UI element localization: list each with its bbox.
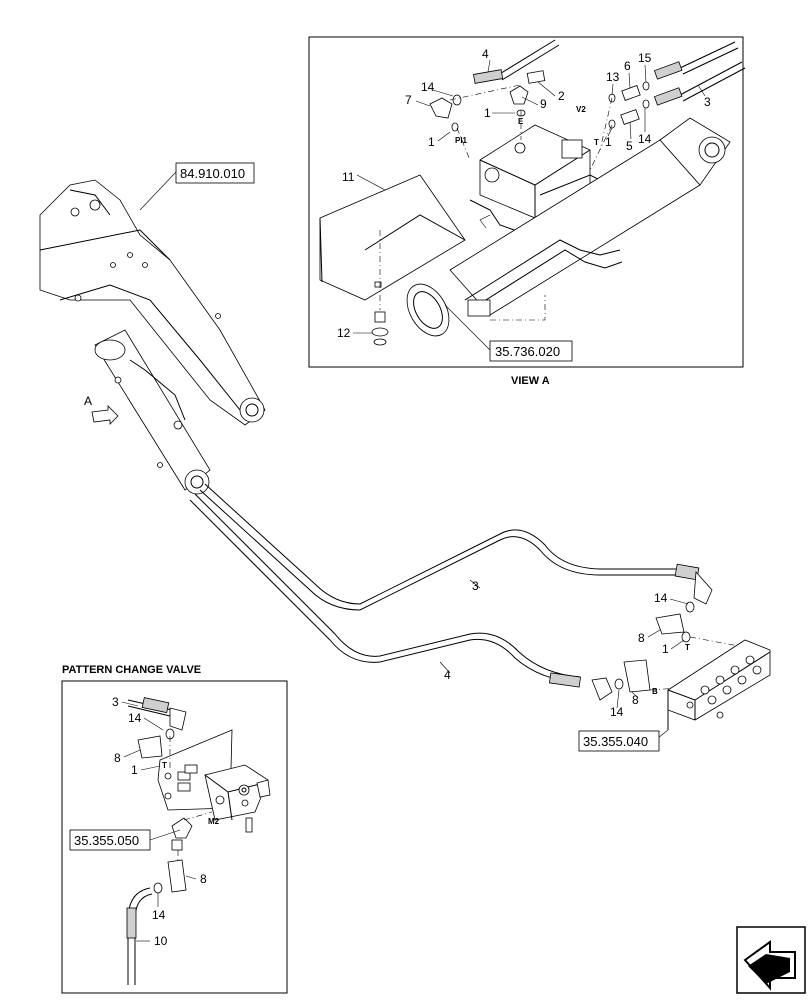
port-t-valve: T xyxy=(685,643,690,652)
elbow-7 xyxy=(429,97,453,119)
control-valve-fittings xyxy=(614,601,761,693)
view-a-hose-4 xyxy=(473,39,560,84)
ref-boom[interactable]: 84.910.010 xyxy=(180,166,245,181)
bolt-12 xyxy=(371,311,389,346)
view-a-frame xyxy=(308,36,744,368)
view-a-centerlines xyxy=(379,84,613,321)
callout-pc-10: 10 xyxy=(154,934,168,948)
callout-va-3: 3 xyxy=(704,95,711,109)
callout-va-14a: 14 xyxy=(421,80,435,94)
callout-va-1c: 1 xyxy=(605,135,612,149)
callout-main-14b: 14 xyxy=(610,705,624,719)
callout-main-1: 1 xyxy=(662,642,669,656)
boom-cylinder xyxy=(94,329,211,495)
view-a-valve-block xyxy=(469,124,601,241)
callout-main-8a: 8 xyxy=(638,631,645,645)
port-e: E xyxy=(518,117,524,126)
callout-main-3: 3 xyxy=(472,579,479,593)
pattern-centerlines xyxy=(169,736,213,860)
ref-leader-boom xyxy=(139,171,177,211)
view-a-arrow xyxy=(91,405,119,425)
callout-va-6: 6 xyxy=(624,59,631,73)
callout-pc-3: 3 xyxy=(112,695,119,709)
view-a-hose-3 xyxy=(653,41,746,106)
callout-va-7: 7 xyxy=(405,93,412,107)
port-v2: V2 xyxy=(576,105,586,114)
navigation-arrow-icon[interactable] xyxy=(736,926,806,994)
view-arrow-label: A xyxy=(84,394,92,408)
callout-main-8b: 8 xyxy=(632,693,639,707)
callout-main-14a: 14 xyxy=(654,591,668,605)
main-leaders xyxy=(439,579,689,739)
callout-main-4: 4 xyxy=(444,668,451,682)
pattern-hose-10 xyxy=(126,887,153,985)
ref-leader-cylinder xyxy=(444,304,491,351)
callout-va-1a: 1 xyxy=(484,106,491,120)
view-a-cylinder xyxy=(406,117,731,337)
pattern-change-valve-title: PATTERN CHANGE VALVE xyxy=(62,664,201,676)
pattern-fittings-bottom xyxy=(153,817,193,894)
control-valve xyxy=(667,639,771,730)
ref-box-control-valve[interactable] xyxy=(578,730,660,752)
port-t-pattern: T xyxy=(162,761,167,770)
port-pi1: PI1 xyxy=(455,136,468,145)
o-ring-1-pi1 xyxy=(451,122,459,132)
callout-va-5: 5 xyxy=(626,139,633,153)
ref-cylinder[interactable]: 35.736.020 xyxy=(495,344,560,359)
callout-va-15: 15 xyxy=(638,51,652,65)
pattern-valve-block xyxy=(157,729,271,833)
fittings-6-5 xyxy=(608,81,650,129)
callout-va-12: 12 xyxy=(337,326,351,340)
callout-pc-8a: 8 xyxy=(114,751,121,765)
callout-va-2: 2 xyxy=(558,89,565,103)
callout-pc-14a: 14 xyxy=(128,711,142,725)
ref-leader-pattern-valve xyxy=(149,829,181,841)
pattern-change-valve-frame xyxy=(61,680,288,994)
ref-pattern-valve[interactable]: 35.355.050 xyxy=(74,833,139,848)
callout-pc-14b: 14 xyxy=(152,908,166,922)
callout-va-4: 4 xyxy=(482,47,489,61)
fitting-2 xyxy=(526,70,546,84)
o-ring-14 xyxy=(452,94,462,106)
view-a-leaders xyxy=(353,59,706,334)
callout-va-11: 11 xyxy=(342,170,355,184)
port-b: B xyxy=(652,687,658,696)
elbow-9 xyxy=(509,85,529,105)
callout-pc-8b: 8 xyxy=(200,872,207,886)
port-t-view: T xyxy=(594,138,599,147)
pattern-hose-3 xyxy=(127,697,187,731)
main-hoses xyxy=(189,483,713,701)
boom-structure xyxy=(39,179,266,426)
callout-pc-1: 1 xyxy=(131,763,138,777)
callout-va-9: 9 xyxy=(540,97,547,111)
cover-11 xyxy=(319,174,466,301)
ref-control-valve[interactable]: 35.355.040 xyxy=(583,734,648,749)
callout-va-13: 13 xyxy=(606,70,620,84)
port-m2: M2 xyxy=(208,817,220,826)
view-a-title: VIEW A xyxy=(511,375,550,387)
ref-box-cylinder[interactable] xyxy=(489,340,573,362)
ref-box-pattern-valve[interactable] xyxy=(69,829,151,851)
ref-box-boom[interactable] xyxy=(175,162,255,184)
pattern-leaders xyxy=(121,701,197,942)
callout-va-14b: 14 xyxy=(638,132,652,146)
callout-va-1b: 1 xyxy=(428,135,435,149)
